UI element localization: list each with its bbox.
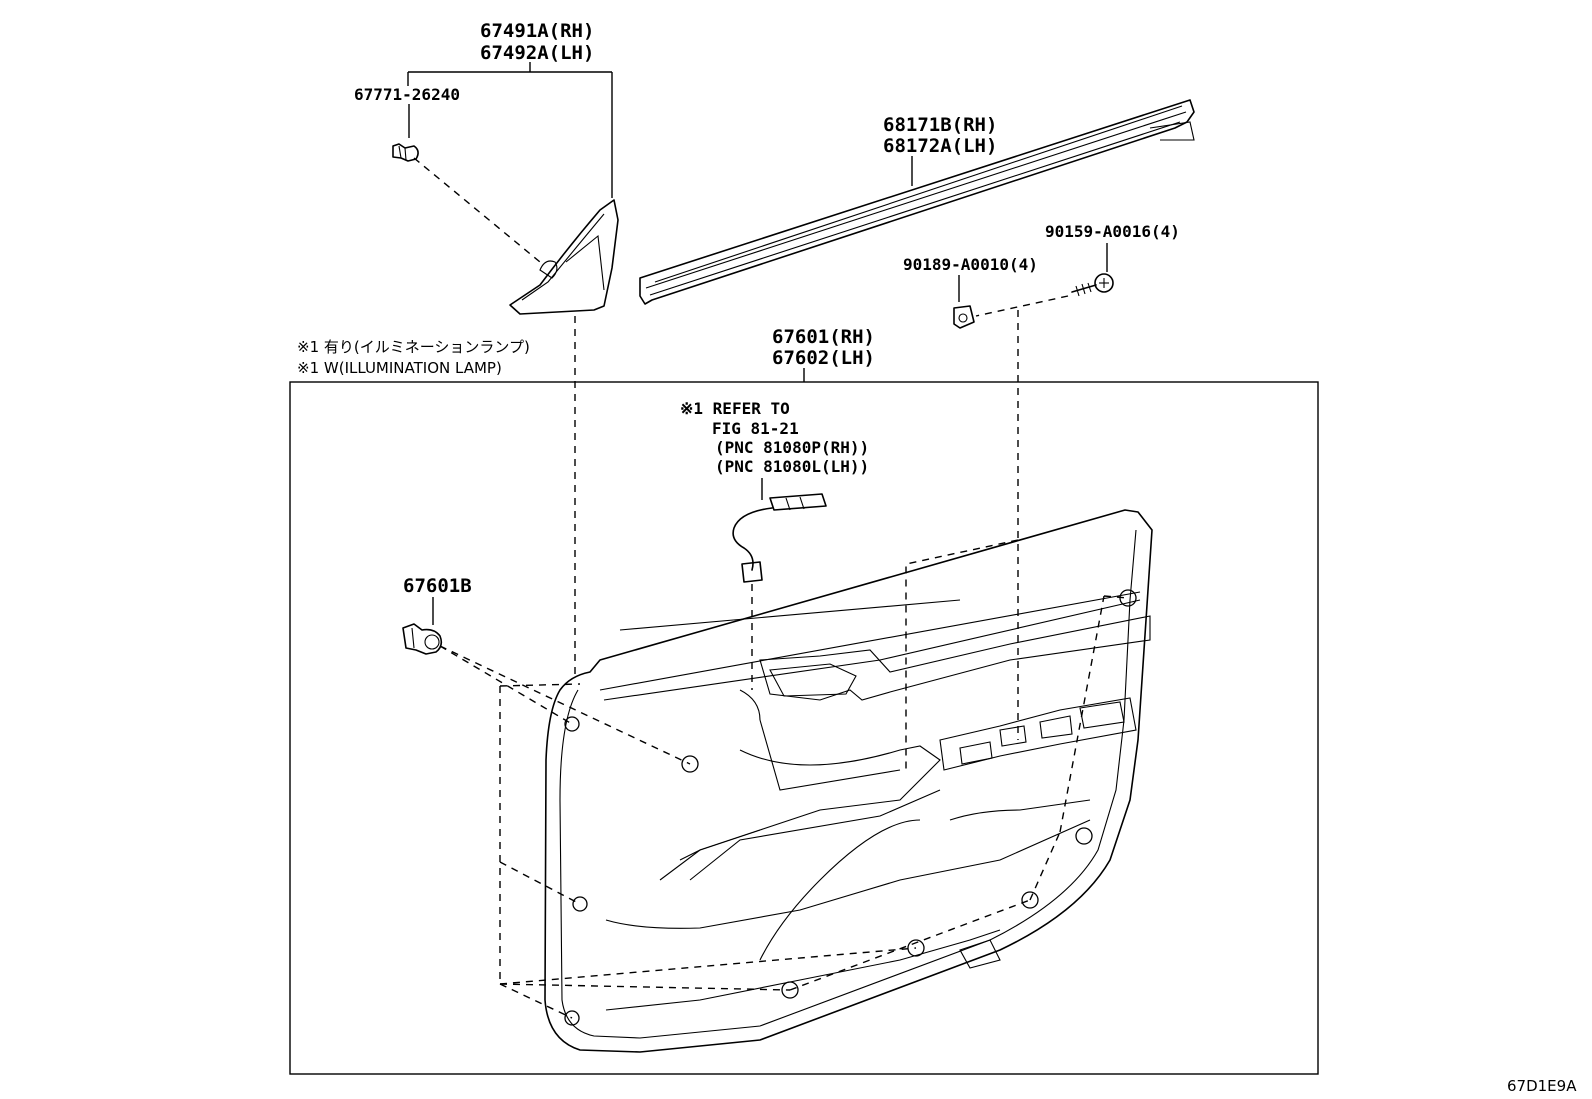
- clip-hole-icon: [1075, 827, 1093, 845]
- note-illumination-en: ※1 W(ILLUMINATION LAMP): [297, 359, 502, 377]
- figure-code: 67D1E9A: [1507, 1077, 1577, 1095]
- label-68171B[interactable]: 68171B(RH): [883, 114, 997, 136]
- label-67491A[interactable]: 67491A(RH): [480, 20, 594, 42]
- label-90159-A0016[interactable]: 90159-A0016(4): [1045, 222, 1180, 241]
- refer-to-line-1: ※1 REFER TO: [680, 399, 790, 418]
- clip-hole-icon: [564, 716, 580, 732]
- label-67492A[interactable]: 67492A(LH): [480, 42, 594, 64]
- label-67601[interactable]: 67601(RH): [772, 326, 875, 348]
- refer-to-line-2[interactable]: FIG 81-21: [712, 419, 799, 438]
- clip-hole-icon: [781, 981, 799, 999]
- refer-to-line-3: (PNC 81080P(RH)): [715, 438, 869, 457]
- clip-67771-icon[interactable]: [392, 143, 419, 162]
- garnish-67491A-icon[interactable]: [509, 199, 619, 315]
- door-trim-board-67601-icon[interactable]: [544, 509, 1153, 1053]
- lamp-harness-icon[interactable]: [732, 493, 827, 583]
- screw-90159-icon[interactable]: [1071, 273, 1114, 297]
- clip-67601B-icon[interactable]: [402, 623, 443, 655]
- clip-hole-icon: [572, 896, 588, 912]
- clip-hole-icon: [681, 755, 699, 773]
- note-illumination-jp: ※1 有り(イルミネーションランプ): [297, 338, 530, 356]
- clip-90189-icon[interactable]: [953, 305, 975, 329]
- clip-hole-icon: [564, 1010, 580, 1026]
- leader-lines: [407, 62, 1108, 625]
- weatherstrip-68171B-icon[interactable]: [639, 99, 1195, 305]
- label-67602[interactable]: 67602(LH): [772, 347, 875, 369]
- label-67771-26240[interactable]: 67771-26240: [354, 85, 460, 104]
- clip-holes: [564, 589, 1137, 1026]
- label-90189-A0010[interactable]: 90189-A0010(4): [903, 255, 1038, 274]
- refer-to-line-4: (PNC 81080L(LH)): [715, 457, 869, 476]
- clip-hole-icon: [1021, 891, 1039, 909]
- assembly-dashed-lines: [413, 157, 1129, 1019]
- label-67601B[interactable]: 67601B: [403, 575, 472, 597]
- label-68172A[interactable]: 68172A(LH): [883, 135, 997, 157]
- assembly-frame: [289, 381, 1319, 1075]
